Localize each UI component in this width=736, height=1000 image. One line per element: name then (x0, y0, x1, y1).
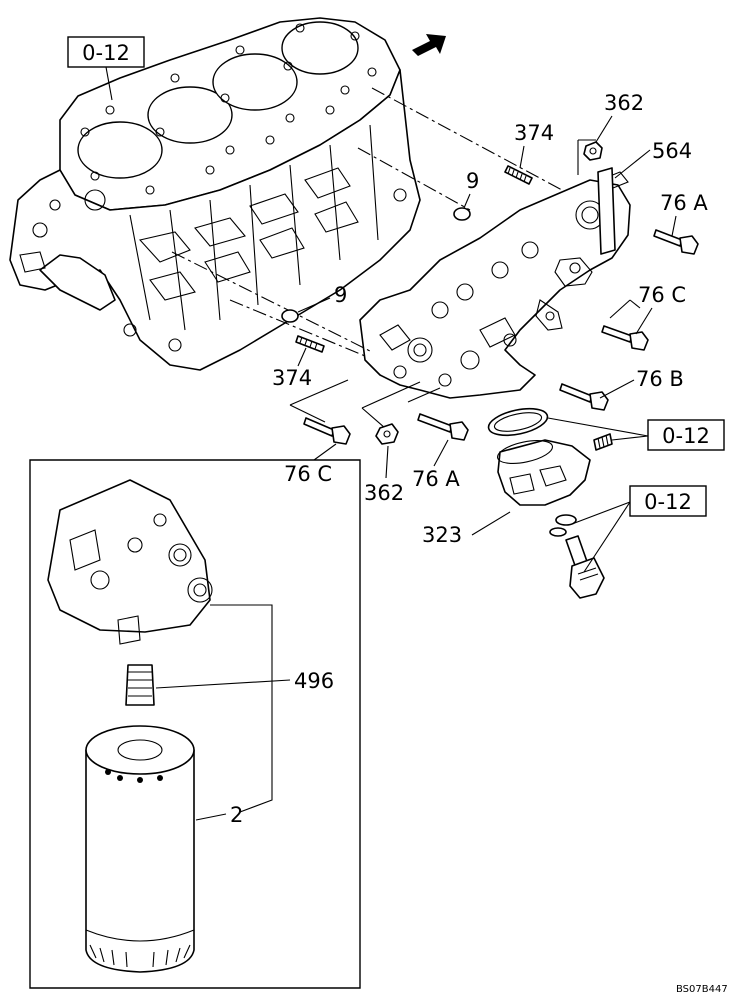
ref-box-block: 0-12 (67, 36, 145, 101)
leader-76c-bottom (313, 443, 337, 461)
leader-valve-plug (611, 435, 649, 441)
leader-76b (599, 379, 635, 399)
leader-76a-bottom (433, 439, 449, 467)
ref-label-block: 0-12 (82, 41, 130, 65)
callout-2: 2 (230, 803, 243, 827)
callout-374-top: 374 (514, 121, 554, 145)
ref-label-seal: 0-12 (662, 424, 710, 448)
front-direction-arrow-icon (412, 34, 446, 56)
leader-9-left (297, 297, 331, 313)
seal-ring (487, 407, 549, 437)
leader-323 (471, 511, 511, 536)
callout-76c-right: 76 C (638, 283, 686, 307)
callout-362-top: 362 (604, 91, 644, 115)
callout-496: 496 (294, 669, 334, 693)
oil-filter-2 (85, 725, 195, 973)
leader-564 (614, 149, 651, 179)
callout-374-left: 374 (272, 366, 312, 390)
cylinder-block (9, 17, 421, 371)
leader-2 (195, 813, 227, 821)
assembly-lines (171, 87, 641, 429)
drain-plug-assembly (549, 514, 605, 599)
valve-plug (593, 433, 613, 451)
bolt-76a-right (653, 229, 699, 255)
leader-374-left (297, 347, 307, 367)
bolt-76c-right (601, 325, 649, 351)
leader-9-top (463, 193, 471, 209)
leader-drain-1 (571, 501, 631, 525)
bolt-76a-bottom (417, 413, 469, 441)
nut-362-bottom (375, 423, 399, 445)
callout-76c-bottom: 76 C (284, 462, 332, 486)
leader-374-top (519, 145, 525, 169)
leader-drain-2 (583, 501, 631, 573)
leader-362-top (595, 115, 613, 143)
callout-76b: 76 B (636, 367, 684, 391)
callout-9-left: 9 (334, 283, 347, 307)
callout-564: 564 (652, 139, 692, 163)
o-ring-9-left (281, 309, 299, 323)
callout-323: 323 (422, 523, 462, 547)
stud-374-top (504, 165, 533, 185)
adapter-323 (496, 439, 591, 506)
bolt-76c-bottom (303, 417, 351, 445)
callout-76a-right: 76 A (660, 191, 708, 215)
nut-362-top (583, 141, 603, 161)
callout-9-top: 9 (466, 169, 479, 193)
callout-362-bottom: 362 (364, 481, 404, 505)
filter-subassembly-panel (29, 459, 361, 989)
leader-362-bottom (385, 445, 389, 479)
callout-76a-bottom: 76 A (412, 467, 460, 491)
oil-cooler-housing (359, 167, 631, 399)
drawing-code: BS07B447 (676, 984, 728, 995)
stud-374-left (295, 335, 325, 353)
nipple-496 (125, 664, 155, 706)
leader-76a-right (671, 215, 677, 237)
o-ring-9-top (453, 207, 471, 221)
ref-label-drain: 0-12 (644, 490, 692, 514)
leader-filter-head (210, 604, 273, 813)
leader-496 (155, 679, 291, 689)
leader-seal-ring (547, 417, 649, 437)
ref-box-drain: 0-12 (629, 485, 707, 517)
leader-76c-right (635, 307, 653, 335)
ref-box-seal: 0-12 (647, 419, 725, 451)
